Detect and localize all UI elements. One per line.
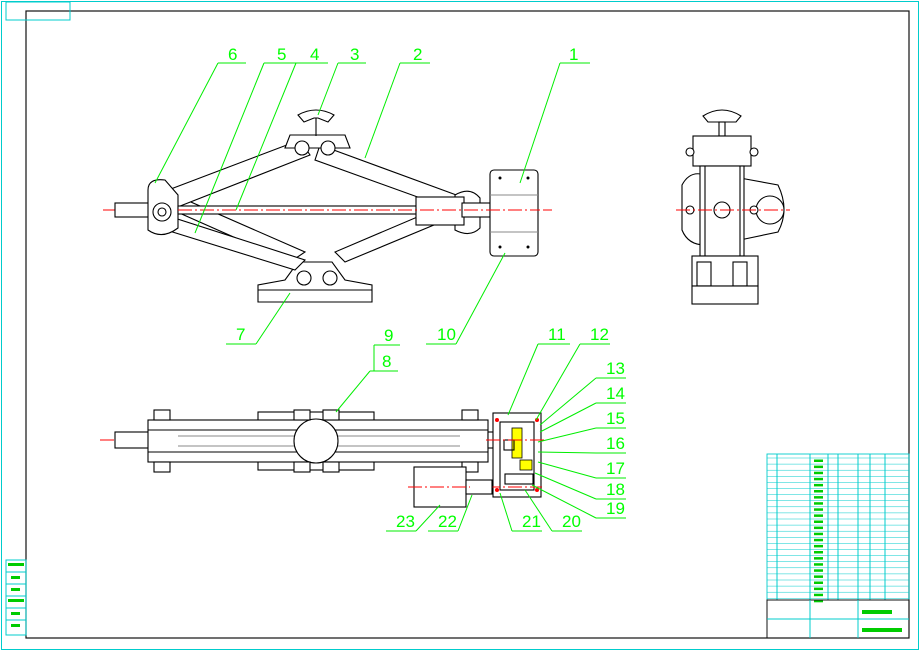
leader-line-23 [415,504,441,532]
parts-list-mark [814,471,823,475]
balloon-23: 23 [396,512,415,531]
leader-lines [154,62,626,532]
parts-list-mark [814,563,823,566]
leader-line-22 [457,494,473,532]
parts-list-mark [814,569,823,572]
leader-line-13 [539,377,597,426]
leader-line-7 [255,292,291,345]
parts-list-mark [814,502,823,505]
parts-list-mark [814,544,823,548]
leader-line-4 [235,62,297,211]
balloon-7: 7 [236,325,245,344]
leader-line-14 [539,402,597,433]
parts-list-mark [814,593,823,597]
leader-line-16 [537,451,597,454]
leader-line-8 [335,370,371,413]
leader-line-2 [364,62,401,159]
parts-list-mark [814,459,823,462]
parts-list-mark [814,526,823,530]
leader-line-11 [507,343,539,416]
balloon-9: 9 [384,326,393,345]
leader-line-10 [455,252,506,345]
parts-list-mark [814,532,823,536]
parts-list-mark [814,587,823,591]
balloon-13: 13 [606,359,625,378]
balloon-16: 16 [606,434,625,453]
balloon-20: 20 [562,512,581,531]
parts-list-mark [814,581,823,584]
parts-list-mark [814,508,823,511]
balloon-18: 18 [606,480,625,499]
parts-list-mark [814,575,823,578]
parts-list-mark [814,477,823,481]
leader-line-1 [519,62,561,184]
balloon-21: 21 [522,512,541,531]
balloon-5: 5 [277,45,286,64]
parts-list-mark [814,551,823,554]
balloon-10: 10 [437,325,456,344]
leader-line-12 [535,343,581,421]
balloon-12: 12 [590,325,609,344]
margin-stamp [5,559,27,636]
parts-list-mark [814,483,823,487]
balloon-19: 19 [606,499,625,518]
balloon-3: 3 [350,45,359,64]
leader-line-6 [154,62,219,184]
side-view [676,109,790,305]
leader-line-19 [531,484,597,519]
balloon-4: 4 [310,45,319,64]
leader-line-18 [534,472,597,500]
leader-line-5 [194,62,265,234]
balloon-8: 8 [382,352,391,371]
balloon-group: 1 2 3 4 5 6 7 8 9 10 11 12 13 14 15 16 1… [154,45,626,532]
parts-list-mark [814,496,823,499]
parts-list-mark [814,520,823,523]
title-block [766,453,910,639]
parts-list-mark [814,490,823,493]
parts-list-mark [814,538,823,542]
leader-line-21 [499,492,513,532]
balloon-6: 6 [228,45,237,64]
balloon-11: 11 [548,325,566,344]
balloon-1: 1 [569,45,578,64]
parts-list-mark [814,465,823,469]
balloon-17: 17 [606,459,625,478]
front-view [103,109,552,303]
balloon-2: 2 [413,45,422,64]
balloon-14: 14 [606,384,625,403]
parts-list-mark [814,557,823,560]
parts-list-mark [814,514,823,517]
leader-line-3 [317,62,339,116]
balloon-22: 22 [438,512,457,531]
balloon-15: 15 [606,409,625,428]
leader-line-20 [524,489,553,532]
leader-line-17 [537,461,597,479]
parts-list-mark [814,599,823,603]
leader-line-15 [537,427,597,443]
top-view [100,409,545,508]
